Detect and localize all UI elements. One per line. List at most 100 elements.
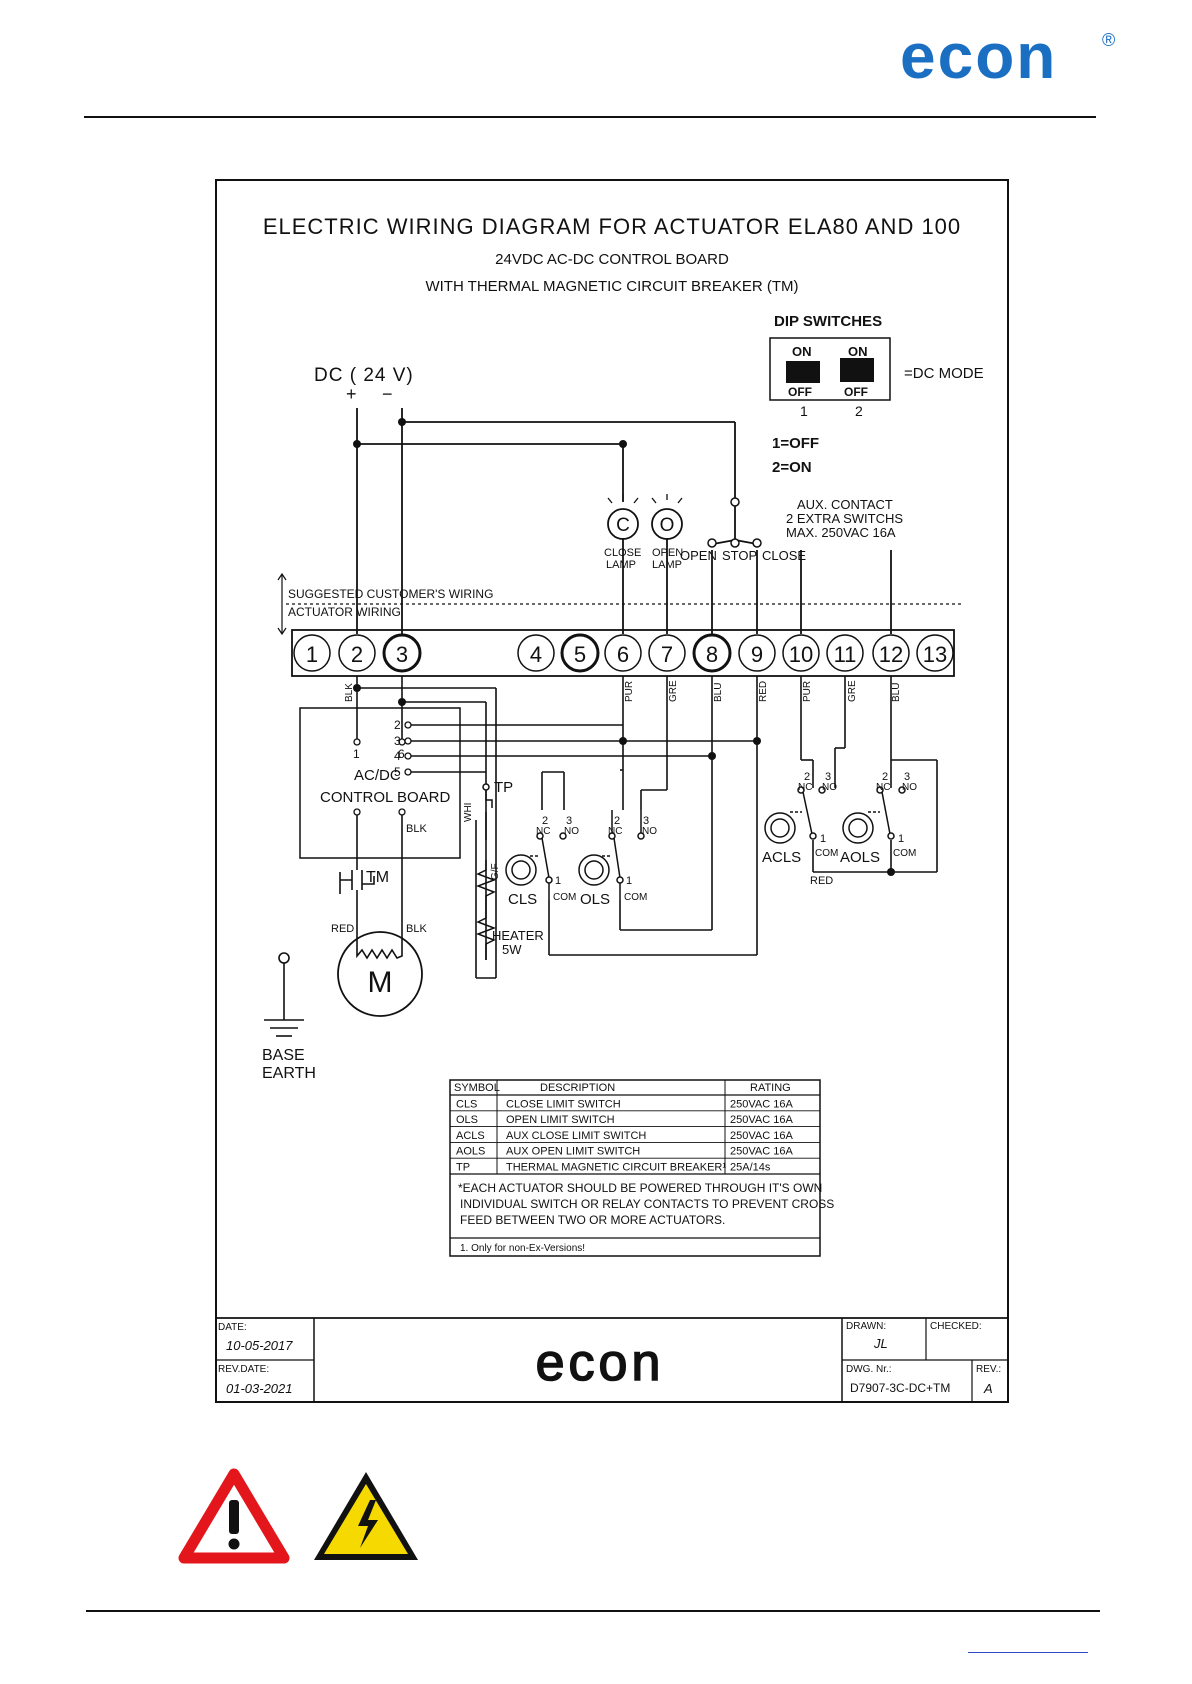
- aols-no: NO: [902, 782, 917, 793]
- acls-pin-3: 3: [825, 771, 831, 783]
- open-lamp: O: [651, 494, 683, 540]
- dip-mode: =DC MODE: [904, 365, 984, 382]
- ols-label: OLS: [580, 891, 610, 908]
- tp-label: TP: [494, 779, 513, 796]
- tm-label: TM: [366, 869, 389, 886]
- header-logo: econ ®: [880, 20, 1120, 92]
- legend-rating: 250VAC 16A: [730, 1130, 793, 1142]
- acls-pin-1: 1: [820, 833, 826, 845]
- wire-blu-8: BLU: [713, 683, 724, 702]
- dip-state-2: 2=ON: [772, 459, 812, 476]
- legend-symbol: AOLS: [456, 1146, 485, 1158]
- drawn-value: JL: [873, 1336, 888, 1351]
- legend-symbol: ACLS: [456, 1130, 485, 1142]
- cls-pin-2: 2: [542, 815, 548, 827]
- legend-rating: 25A/14s: [730, 1162, 771, 1174]
- ols-switch: [578, 810, 645, 900]
- terminal-label-11: 11: [834, 642, 857, 667]
- supply-label: DC ( 24 V): [314, 365, 414, 386]
- legend-symbol: CLS: [456, 1098, 477, 1110]
- rev-date-label: REV.DATE:: [218, 1364, 269, 1375]
- title-block-logo: econ: [536, 1334, 665, 1392]
- aux-line-2: 2 EXTRA SWITCHS: [786, 511, 903, 526]
- wire-gre-11: GRE: [847, 680, 858, 702]
- acls-nc: NC: [798, 782, 812, 793]
- wire-whi: WHI: [463, 803, 474, 822]
- supply-plus: +: [346, 384, 357, 404]
- legend-symbol: OLS: [456, 1114, 478, 1126]
- dip-1-slider: [786, 361, 820, 383]
- ols-pin-1: 1: [626, 875, 632, 887]
- registered-mark: ®: [1102, 30, 1115, 50]
- aux-red: RED: [810, 875, 833, 887]
- dip-2-slider: [840, 358, 874, 380]
- wire-blk-2: BLK: [344, 683, 355, 702]
- close-lamp-label-2: LAMP: [606, 559, 636, 571]
- wire-gre-7: GRE: [668, 680, 679, 702]
- aols-label: AOLS: [840, 849, 880, 866]
- terminal-6: 6: [604, 634, 642, 672]
- header-rule: [84, 116, 1096, 118]
- ols-pin-3: 3: [643, 815, 649, 827]
- dwg-value: D7907-3C-DC+TM: [850, 1381, 950, 1395]
- aux-line-3: MAX. 250VAC 16A: [786, 525, 896, 540]
- aols-com: COM: [893, 848, 916, 859]
- open-lamp-symbol: O: [660, 515, 675, 536]
- ols-no: NO: [642, 826, 657, 837]
- terminal-label-5: 5: [574, 642, 586, 667]
- terminal-label-3: 3: [396, 642, 408, 667]
- board-pin-5: 5: [394, 765, 412, 779]
- board-pin-label-2: 2: [394, 718, 401, 732]
- board-name-2: CONTROL BOARD: [320, 789, 450, 806]
- board-pin-label-3: 3: [394, 734, 401, 748]
- legend-header-description: DESCRIPTION: [540, 1082, 615, 1094]
- title-block: DATE: 10-05-2017 REV.DATE: 01-03-2021 DR…: [216, 1317, 1008, 1402]
- wire-pur-10: PUR: [802, 681, 813, 702]
- cls-switch: [505, 832, 567, 900]
- dip-state-1: 1=OFF: [772, 435, 819, 452]
- drawn-label: DRAWN:: [846, 1321, 886, 1332]
- gf-label: G/F: [490, 863, 501, 880]
- zone-customer: SUGGESTED CUSTOMER'S WIRING: [288, 587, 493, 601]
- board-pin-list: 2 34 5: [394, 718, 412, 779]
- legend-rating: 250VAC 16A: [730, 1114, 793, 1126]
- close-lamp-symbol: C: [616, 515, 630, 536]
- motor-red: RED: [331, 923, 354, 935]
- cls-no: NO: [564, 826, 579, 837]
- ols-pin-2: 2: [614, 815, 620, 827]
- legend-symbol: TP: [456, 1162, 470, 1174]
- diagram-subtitle-2: WITH THERMAL MAGNETIC CIRCUIT BREAKER (T…: [425, 278, 798, 295]
- heater-label-1: HEATER: [492, 928, 544, 943]
- dip-title: DIP SWITCHES: [774, 313, 882, 330]
- terminal-2: 2: [338, 634, 376, 672]
- close-lamp-label-1: CLOSE: [604, 547, 641, 559]
- terminal-label-1: 1: [306, 642, 318, 667]
- heater-branch: [475, 783, 497, 960]
- rev-date-value: 01-03-2021: [226, 1381, 293, 1396]
- terminal-9: 9: [738, 634, 776, 672]
- terminal-label-8: 8: [706, 642, 718, 667]
- board-pin-4: 4: [394, 749, 412, 763]
- supply-minus: −: [382, 384, 393, 404]
- open-lamp-label-1: OPEN: [652, 547, 683, 559]
- dip-2-off: OFF: [844, 385, 868, 399]
- footer-link[interactable]: [968, 1636, 1088, 1653]
- cls-pin-1: 1: [555, 875, 561, 887]
- earth-line-2: EARTH: [262, 1065, 316, 1082]
- board-blk: BLK: [406, 823, 427, 835]
- cls-pin-3: 3: [566, 815, 572, 827]
- aols-pin-1: 1: [898, 833, 904, 845]
- ols-nc: NC: [608, 826, 622, 837]
- close-lamp: C: [607, 494, 639, 540]
- motor-blk: BLK: [406, 923, 427, 935]
- drawing-frame: [215, 179, 1009, 1403]
- motor-branch: [337, 815, 423, 1017]
- diagram-subtitle-1: 24VDC AC-DC CONTROL BOARD: [495, 251, 729, 268]
- legend-description: THERMAL MAGNETIC CIRCUIT BREAKER¹: [506, 1162, 726, 1174]
- control-board: [299, 707, 461, 859]
